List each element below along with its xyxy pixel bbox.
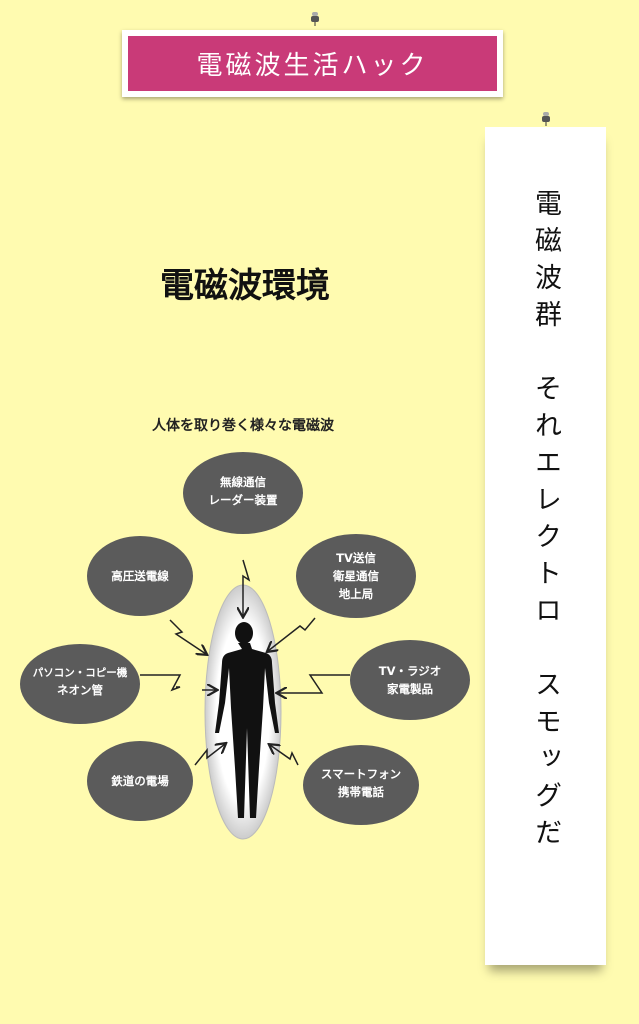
section-heading: 電磁波環境 bbox=[160, 266, 330, 306]
source-label: 携帯電話 bbox=[338, 785, 384, 799]
source-label: 高圧送電線 bbox=[111, 569, 169, 583]
source-label: 無線通信 bbox=[220, 475, 266, 489]
vertical-scroll-card: 電磁波群 それエレクトロ スモッグだ bbox=[485, 127, 606, 965]
source-label: レーダー装置 bbox=[209, 493, 278, 507]
source-bubble: TV・ラジオ 家電製品 bbox=[350, 640, 470, 720]
source-bubble: パソコン・コピー機 ネオン管 bbox=[20, 644, 140, 724]
source-bubble: TV送信 衛星通信 地上局 bbox=[296, 534, 416, 618]
source-label: 家電製品 bbox=[387, 682, 433, 696]
source-bubble: 鉄道の電場 bbox=[87, 741, 193, 821]
pushpin-icon bbox=[542, 112, 550, 126]
scroll-vertical-text: 電磁波群 それエレクトロ スモッグだ bbox=[530, 189, 561, 855]
source-label: TV・ラジオ bbox=[379, 664, 442, 678]
source-label: ネオン管 bbox=[57, 683, 103, 697]
source-label: 衛星通信 bbox=[332, 569, 379, 583]
source-label: スマートフォン bbox=[321, 767, 401, 781]
diagram-title: 人体を取り巻く様々な電磁波 bbox=[152, 417, 335, 434]
source-label: TV送信 bbox=[336, 551, 376, 565]
source-label: 鉄道の電場 bbox=[111, 774, 169, 788]
source-bubble: 高圧送電線 bbox=[87, 536, 193, 616]
human-silhouette-icon bbox=[215, 622, 279, 818]
title-banner: 電磁波生活ハック bbox=[122, 30, 503, 97]
source-label: 地上局 bbox=[339, 587, 374, 601]
wave-arrows bbox=[140, 559, 350, 766]
source-bubble: 無線通信 レーダー装置 bbox=[183, 452, 303, 534]
electromagnetic-diagram: 人体を取り巻く様々な電磁波 無線通信 レーダー装置 高圧送電線 TV送信 衛星通… bbox=[20, 417, 470, 840]
source-bubble: スマートフォン 携帯電話 bbox=[303, 745, 419, 825]
pushpin-icon bbox=[311, 12, 319, 26]
source-label: パソコン・コピー機 bbox=[33, 666, 128, 679]
banner-title: 電磁波生活ハック bbox=[128, 36, 497, 91]
